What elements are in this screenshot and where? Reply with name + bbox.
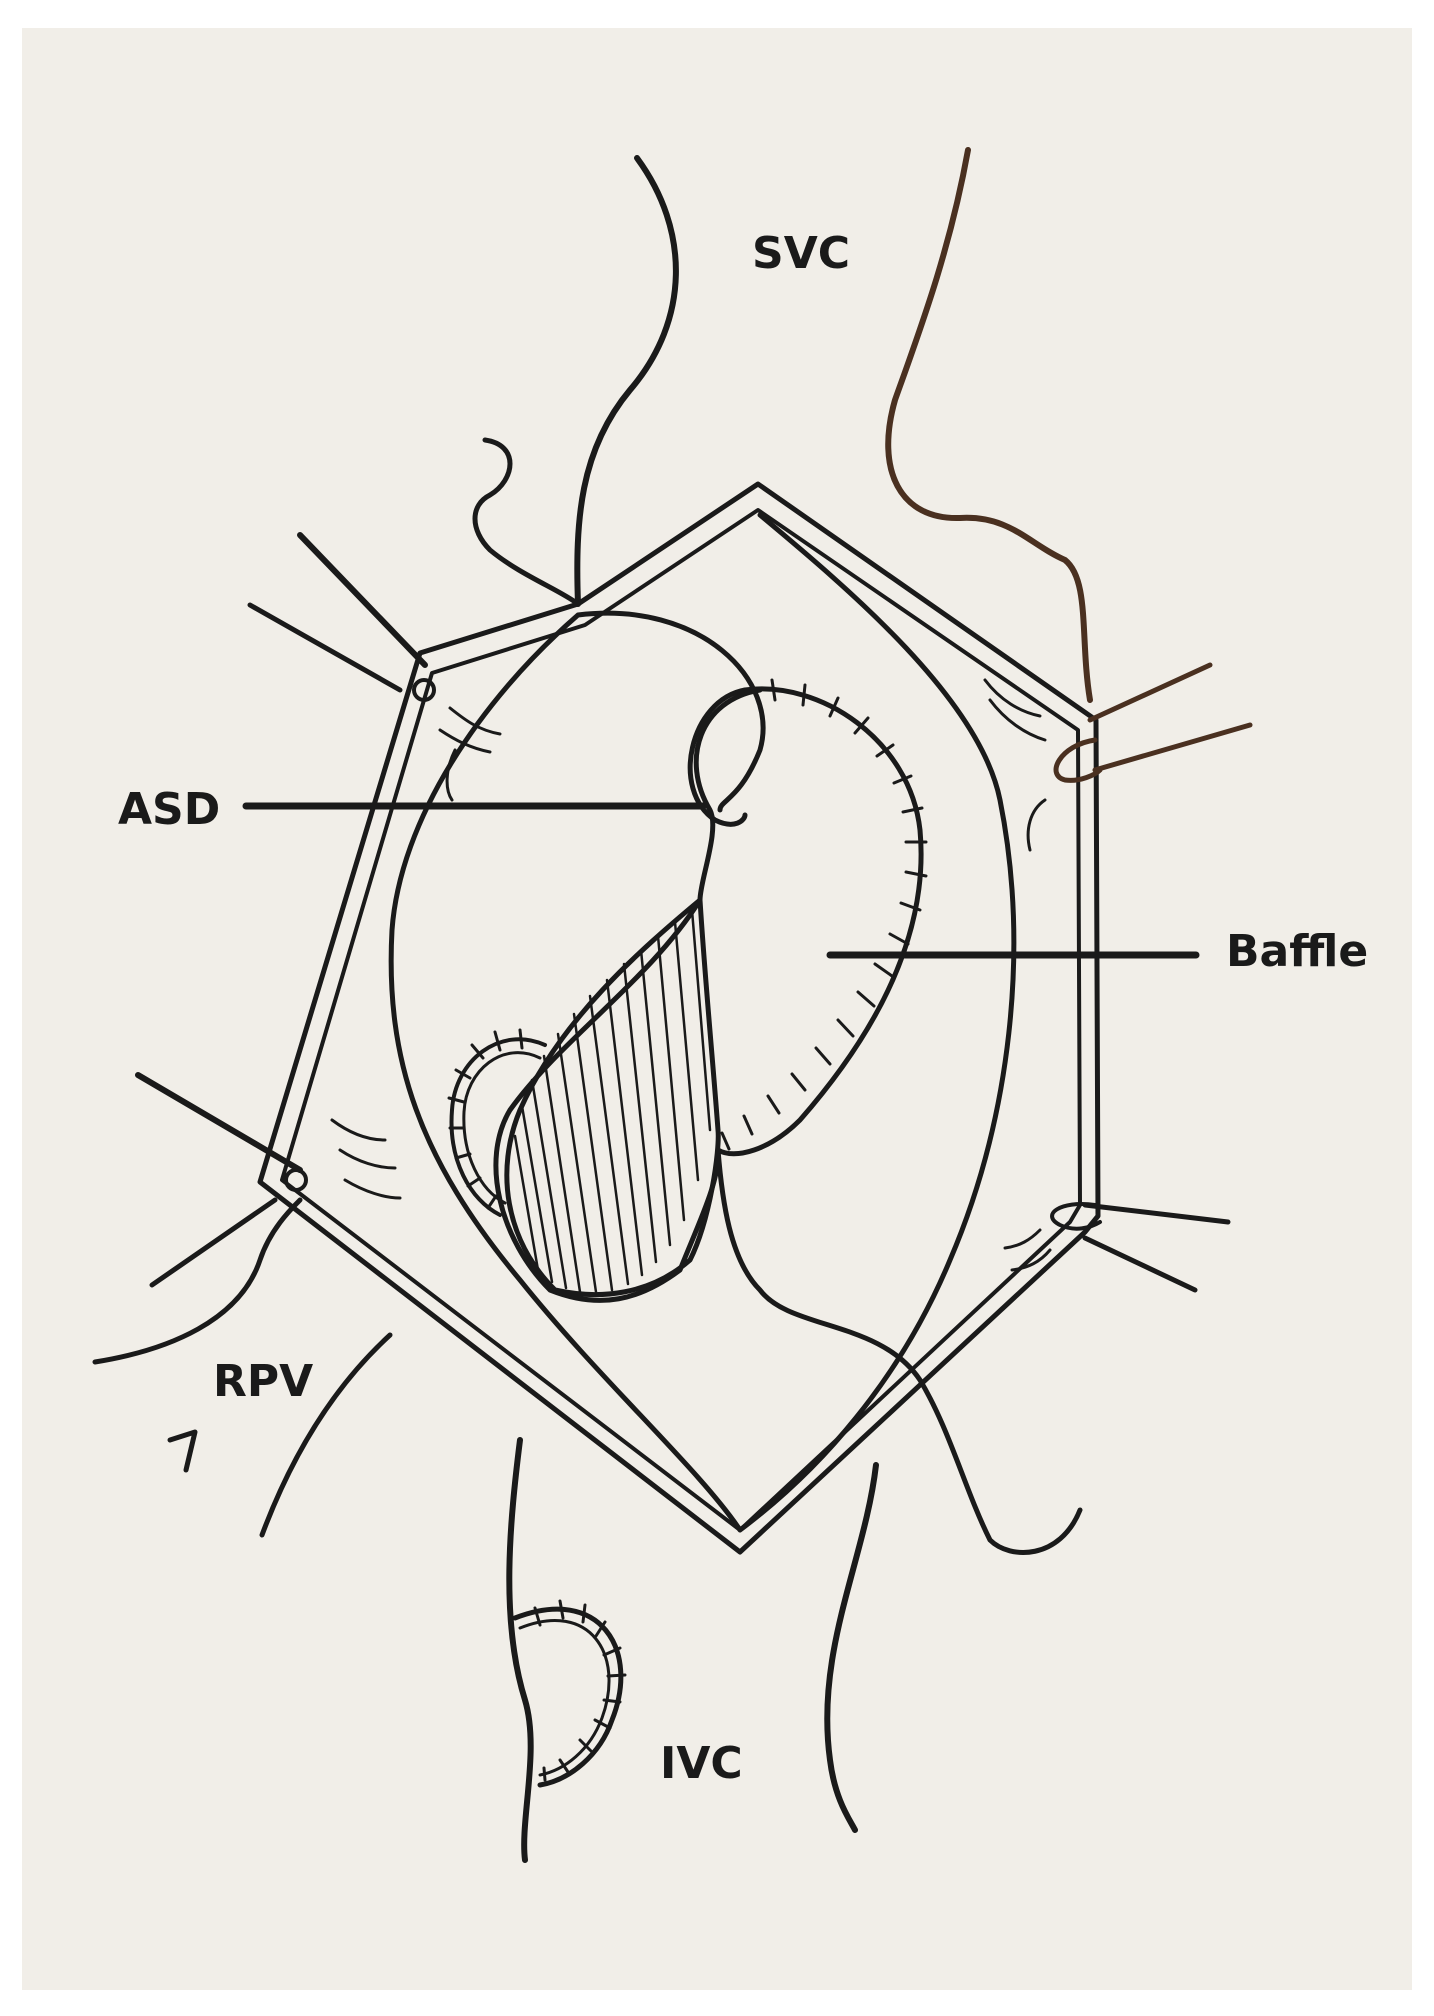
rpv-line-2 <box>259 1332 393 1538</box>
rpv-label: RPV <box>213 1356 314 1407</box>
stay-suture-upper-right-1 <box>1087 662 1213 723</box>
baffle-label: Baffle <box>1226 926 1369 977</box>
stay-suture-upper-left-2 <box>247 602 403 693</box>
stay-suture-lower-left-1 <box>135 1072 303 1173</box>
circle-stitches <box>447 1028 524 1210</box>
ivc-patch-stitches <box>533 1599 627 1782</box>
asd-opening <box>687 687 748 827</box>
svc-right-wall <box>885 147 1093 703</box>
stay-suture-lower-right-2 <box>1082 1235 1198 1293</box>
stay-suture-loop-right <box>1053 737 1103 783</box>
ivc-right-wall <box>824 1462 879 1833</box>
asd-label: ASD <box>118 784 221 835</box>
stay-suture-lower-right-1 <box>1082 1202 1231 1225</box>
ivc-left-wall <box>506 1437 534 1863</box>
small-arrow-mark <box>167 1429 198 1473</box>
wall-marks <box>330 678 1052 1272</box>
stay-suture-upper-right-2 <box>1092 722 1253 773</box>
hatched-patch <box>504 897 721 1298</box>
rpv-line-1 <box>92 1197 303 1365</box>
stay-suture-lower-left-2 <box>149 1197 278 1288</box>
paper-background <box>22 28 1412 1990</box>
svc-label: SVC <box>752 228 851 279</box>
hatch-lines <box>513 908 712 1294</box>
svc-left-wall <box>574 155 679 607</box>
stay-suture-knot-ll <box>284 1168 308 1192</box>
atrium-rim-outer <box>257 481 1101 1555</box>
atrial-cavity <box>388 512 1017 1533</box>
baffle-stitches <box>720 678 928 1151</box>
sutured-circle-inner <box>462 1051 542 1205</box>
baffle-suture-line <box>715 686 924 1157</box>
sutured-circle <box>449 1037 547 1217</box>
ivc-label: IVC <box>660 1738 743 1789</box>
stay-suture-upper-left-1 <box>297 532 428 668</box>
stay-suture-knot-ul <box>412 678 436 702</box>
tissue-hook <box>472 437 581 607</box>
stay-suture-loop-lr <box>1050 1202 1102 1231</box>
